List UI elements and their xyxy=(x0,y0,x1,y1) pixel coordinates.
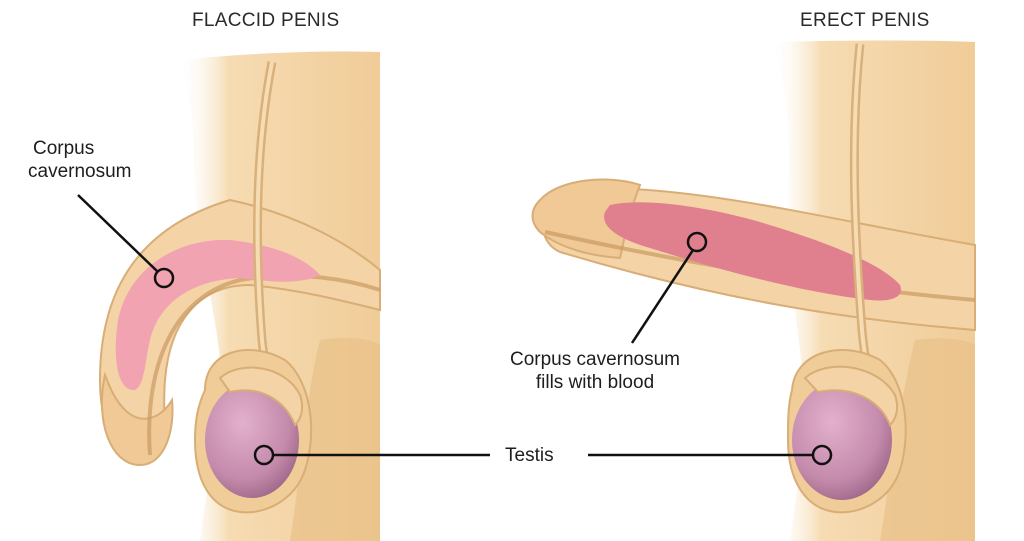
flaccid-illustration xyxy=(98,51,381,541)
erect-title: ERECT PENIS xyxy=(800,10,930,31)
erect-illustration xyxy=(531,40,976,541)
flaccid-corpus-label: Corpus cavernosum xyxy=(28,137,132,183)
flaccid-corpus-pointer-line xyxy=(77,194,159,273)
flaccid-urethra xyxy=(147,273,381,456)
flaccid-corpus-cavernosum xyxy=(115,239,320,391)
erect-thigh xyxy=(880,338,975,541)
flaccid-testis xyxy=(205,382,299,498)
erect-testis-pointer-dot xyxy=(811,444,833,466)
pointers xyxy=(77,194,833,466)
flaccid-corpus-label-line1: Corpus xyxy=(33,138,95,159)
erect-corpus-pointer-dot xyxy=(686,231,708,253)
erect-corpus-pointer-line xyxy=(630,249,695,344)
flaccid-title: FLACCID PENIS xyxy=(192,10,340,31)
flaccid-epididymis xyxy=(218,366,304,427)
flaccid-glans xyxy=(101,371,174,467)
erect-corpus-label: Corpus cavernosum fills with blood xyxy=(480,348,710,394)
flaccid-corpus-label-line2: cavernosum xyxy=(28,161,132,182)
erect-corpus-label-line1: Corpus cavernosum xyxy=(509,349,681,370)
erect-glans xyxy=(531,178,642,260)
flaccid-thigh xyxy=(290,337,380,541)
testis-label: Testis xyxy=(505,445,554,466)
erect-corpus-cavernosum xyxy=(604,202,901,301)
erect-corpus-label-line2: fills with blood xyxy=(535,372,655,393)
erect-testis xyxy=(792,380,892,500)
flaccid-corpus-pointer-dot xyxy=(153,267,175,289)
erect-epididymis xyxy=(803,365,899,427)
